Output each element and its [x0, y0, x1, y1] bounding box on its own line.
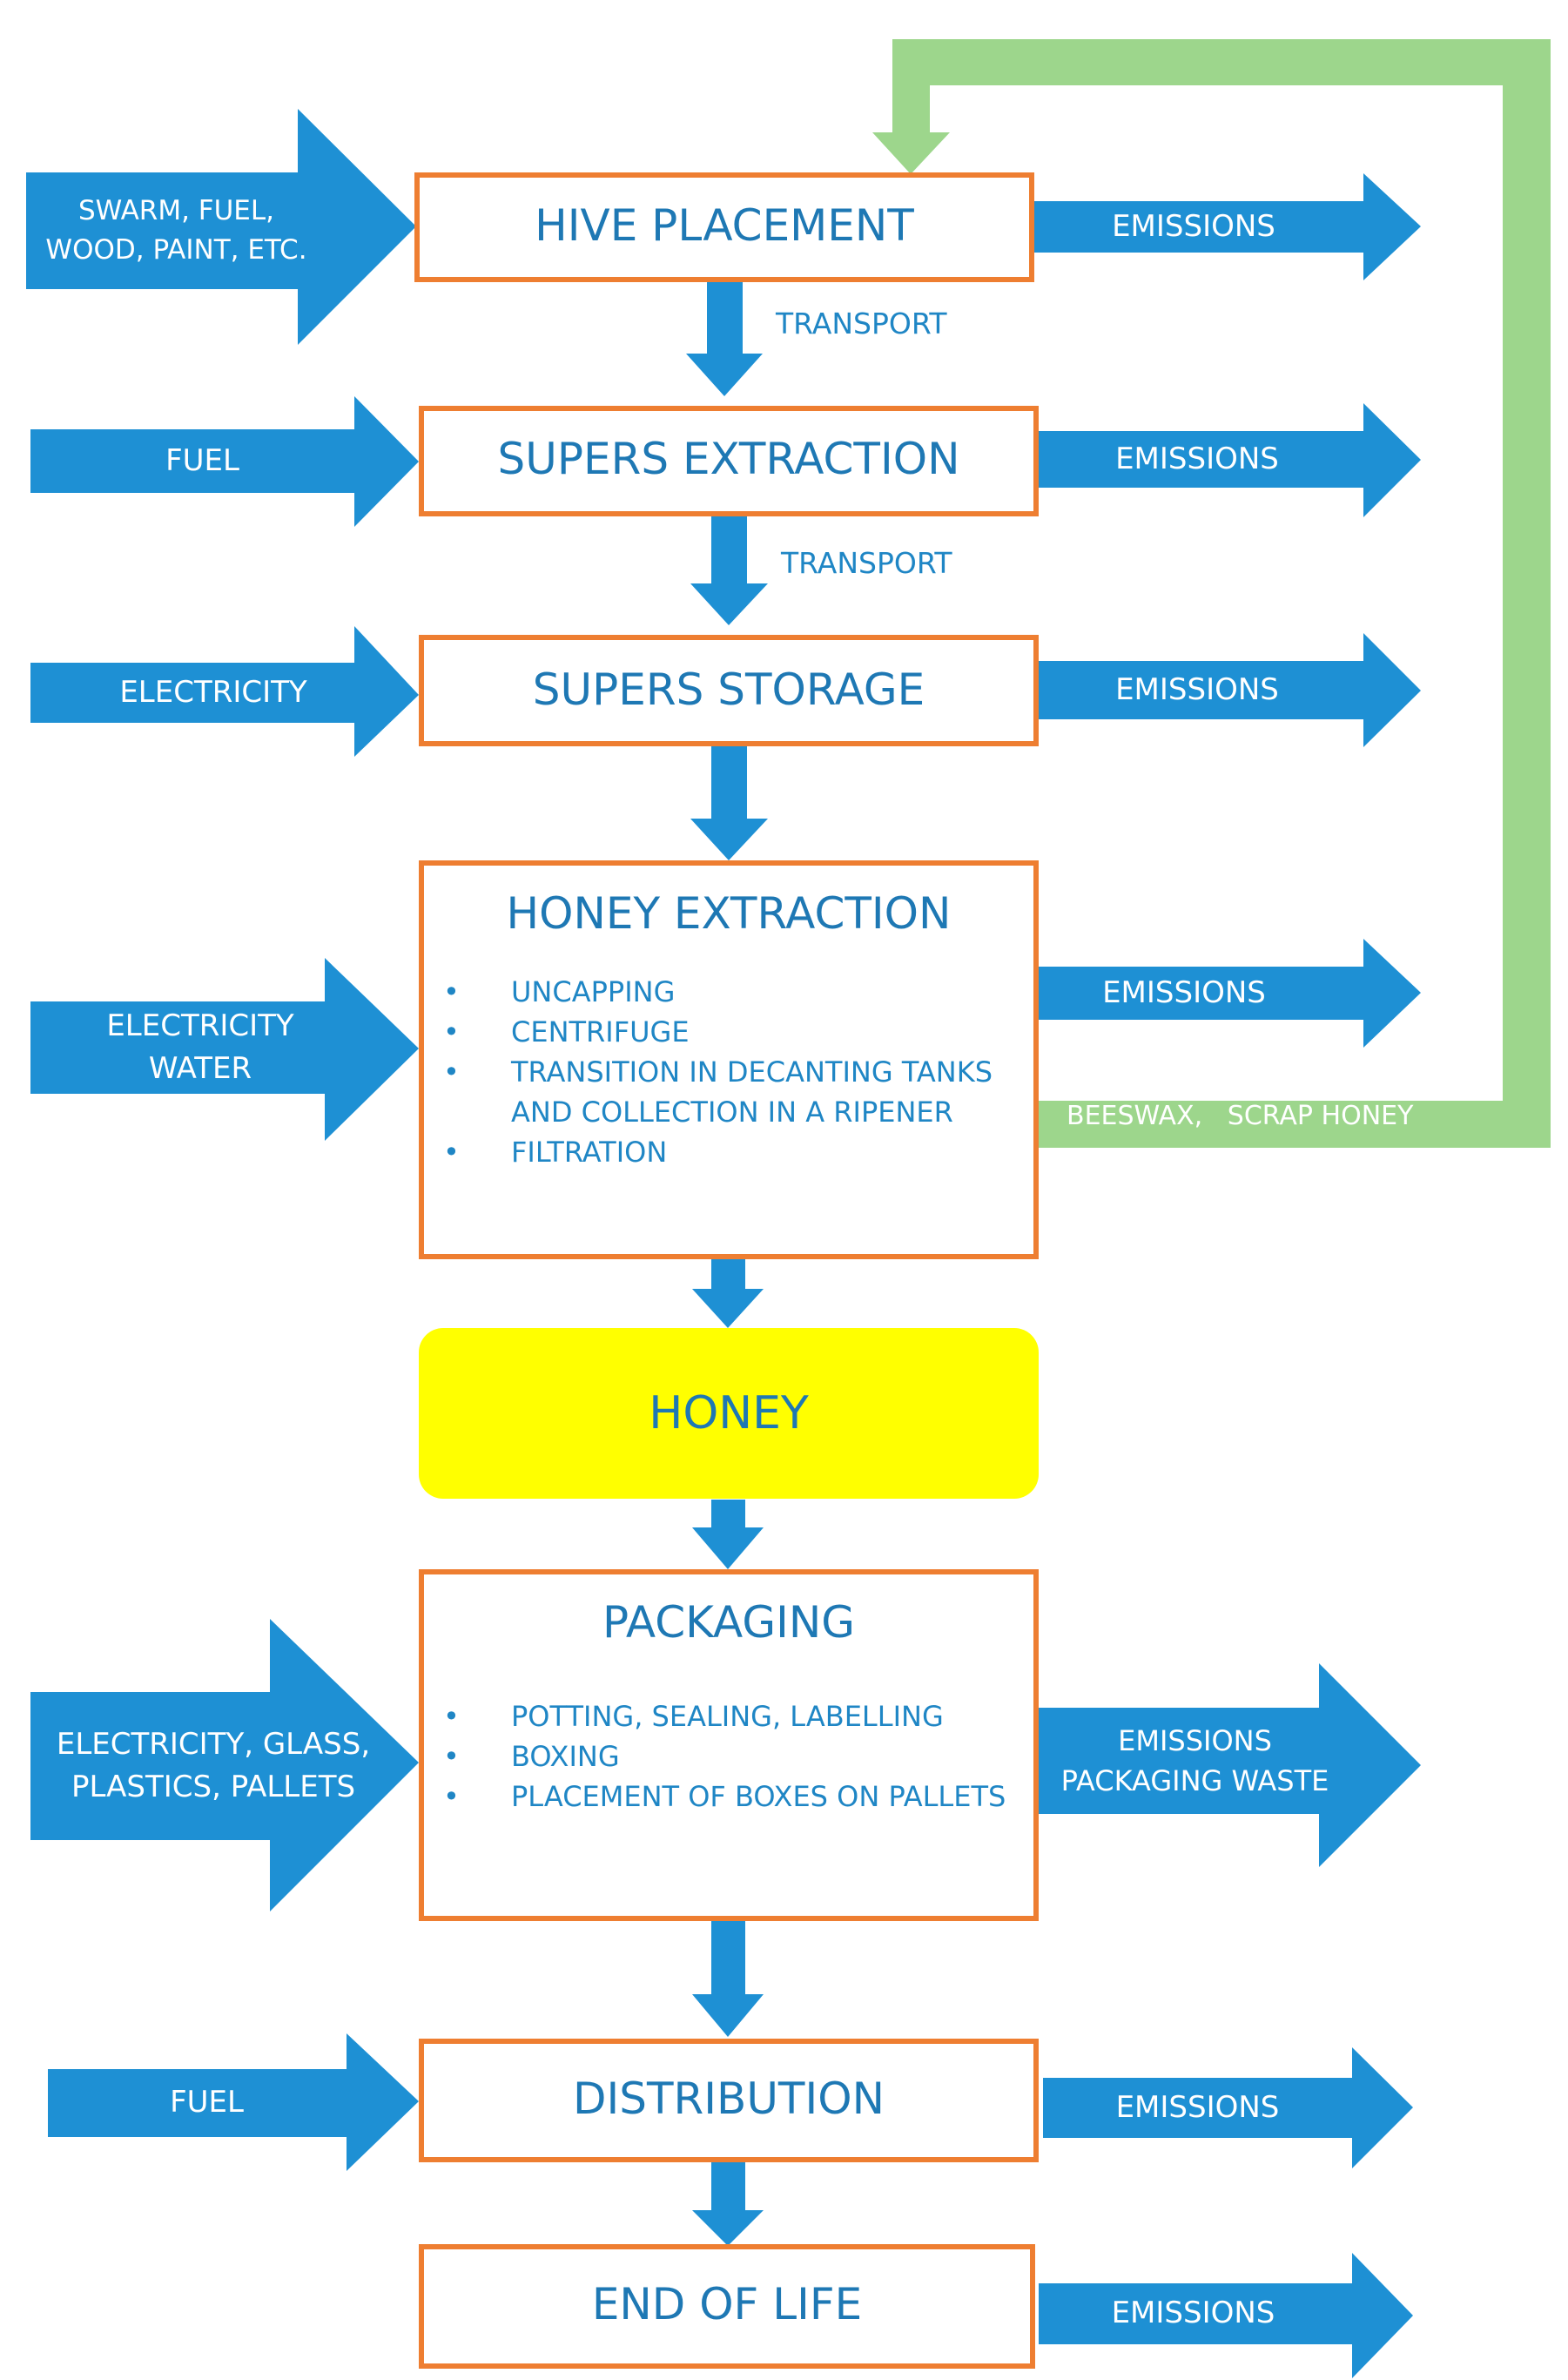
honey-extraction-step: CENTRIFUGE: [443, 1012, 1026, 1052]
input-label-supers-extraction: FUEL: [165, 442, 239, 478]
flow-arrow-6: [692, 1920, 764, 2037]
input-arrow-honey-extraction: [30, 958, 419, 1141]
packaging-step: PLACEMENT OF BOXES ON PALLETS: [443, 1777, 1026, 1817]
output-label-hive-placement: EMISSIONS: [1112, 208, 1275, 244]
stage-title-distribution: DISTRIBUTION: [573, 2073, 885, 2124]
output-arrow-distribution: [1043, 2047, 1413, 2168]
packaging-step: BOXING: [443, 1736, 1026, 1777]
output-arrow-supers-storage: [1036, 633, 1421, 747]
stage-box-end-of-life: END OF LIFE: [419, 2244, 1035, 2369]
input-label-supers-storage: ELECTRICITY: [119, 674, 307, 710]
stage-box-distribution: DISTRIBUTION: [419, 2039, 1039, 2162]
input-label-honey-extraction: ELECTRICITY WATER: [106, 1008, 294, 1086]
flow-arrow-7: [692, 2162, 764, 2246]
input-arrow-hive-placement: [26, 109, 416, 345]
flow-arrow-3: [690, 745, 768, 860]
output-label-supers-storage: EMISSIONS: [1115, 671, 1279, 707]
output-label-supers-extraction: EMISSIONS: [1115, 441, 1279, 476]
input-label-distribution: FUEL: [170, 2085, 244, 2120]
byproducts-label: BEESWAX, SCRAP HONEY: [1067, 1101, 1414, 1131]
output-label-packaging: EMISSIONS PACKAGING WASTE: [1060, 1723, 1329, 1797]
honey-product-box: HONEY: [419, 1328, 1039, 1499]
transport-label-1: TRANSPORT: [776, 307, 947, 340]
stage-box-packaging: PACKAGING POTTING, SEALING, LABELLING BO…: [419, 1569, 1039, 1921]
flow-arrow-1: [686, 281, 763, 396]
honey-extraction-step: TRANSITION IN DECANTING TANKS AND COLLEC…: [443, 1052, 1026, 1132]
output-arrow-honey-extraction: [1036, 939, 1421, 1048]
flow-arrow-2: [690, 516, 768, 625]
input-arrow-supers-storage: [30, 626, 419, 757]
flow-arrow-5: [692, 1500, 764, 1569]
stage-title-hive-placement: HIVE PLACEMENT: [535, 200, 914, 251]
honey-extraction-step: UNCAPPING: [443, 972, 1026, 1012]
stage-box-honey-extraction: HONEY EXTRACTION UNCAPPING CENTRIFUGE TR…: [419, 860, 1039, 1259]
stage-box-hive-placement: HIVE PLACEMENT: [414, 172, 1034, 282]
stage-title-honey-extraction: HONEY EXTRACTION: [506, 888, 952, 939]
output-label-end-of-life: EMISSIONS: [1111, 2296, 1275, 2331]
stage-title-supers-storage: SUPERS STORAGE: [532, 664, 925, 715]
output-label-honey-extraction: EMISSIONS: [1102, 974, 1266, 1010]
honey-extraction-step-list: UNCAPPING CENTRIFUGE TRANSITION IN DECAN…: [443, 972, 1026, 1172]
input-arrow-distribution: [48, 2033, 419, 2171]
stage-title-end-of-life: END OF LIFE: [591, 2279, 863, 2329]
packaging-step: POTTING, SEALING, LABELLING: [443, 1696, 1026, 1736]
honey-extraction-step: FILTRATION: [443, 1132, 1026, 1172]
packaging-step-list: POTTING, SEALING, LABELLING BOXING PLACE…: [443, 1696, 1026, 1817]
output-arrow-packaging: [1036, 1663, 1421, 1867]
transport-label-2: TRANSPORT: [781, 546, 952, 580]
flow-arrow-4: [692, 1259, 764, 1328]
output-arrow-supers-extraction: [1036, 403, 1421, 517]
output-arrow-hive-placement: [1033, 173, 1421, 280]
output-label-distribution: EMISSIONS: [1115, 2089, 1280, 2125]
input-label-packaging: ELECTRICITY, GLASS, PLASTICS, PALLETS: [56, 1726, 371, 1804]
output-arrow-end-of-life: [1039, 2253, 1413, 2378]
stage-box-supers-extraction: SUPERS EXTRACTION: [419, 406, 1039, 516]
stage-title-supers-extraction: SUPERS EXTRACTION: [497, 434, 960, 484]
stage-box-supers-storage: SUPERS STORAGE: [419, 635, 1039, 746]
input-arrow-packaging: [30, 1619, 419, 1911]
input-label-hive-placement: SWARM, FUEL, WOOD, PAINT, ETC.: [45, 195, 307, 266]
stage-title-packaging: PACKAGING: [602, 1597, 856, 1648]
input-arrow-supers-extraction: [30, 396, 419, 527]
